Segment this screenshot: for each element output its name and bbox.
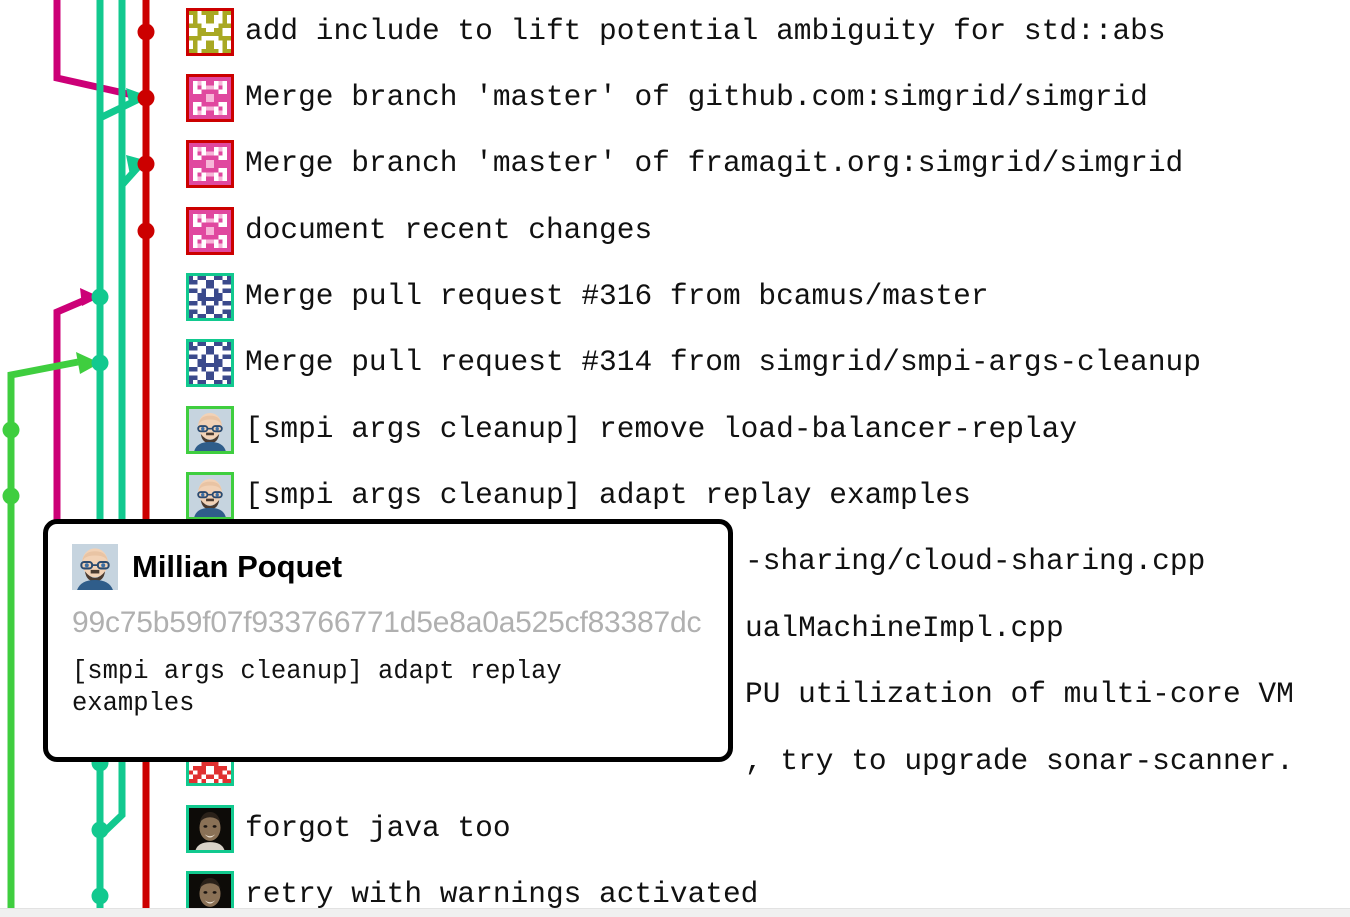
commit-dot bbox=[91, 887, 109, 905]
commit-row[interactable]: Merge branch 'master' of framagit.org:si… bbox=[0, 132, 1350, 199]
commit-subject: Merge pull request #316 from bcamus/mast… bbox=[245, 279, 989, 313]
commit-dot bbox=[2, 487, 20, 505]
commit-subject: PU utilization of multi-core VM bbox=[745, 677, 1294, 711]
tooltip-commit-message: [smpi args cleanup] adapt replay example… bbox=[72, 657, 562, 718]
tooltip-header: Millian Poquet bbox=[72, 544, 342, 590]
commit-dot bbox=[91, 288, 109, 306]
avatar bbox=[186, 339, 234, 387]
commit-subject: [smpi args cleanup] remove load-balancer… bbox=[245, 412, 1078, 446]
commit-dot bbox=[137, 155, 155, 173]
avatar bbox=[186, 207, 234, 255]
avatar bbox=[186, 8, 234, 56]
commit-dot bbox=[91, 354, 109, 372]
commit-row[interactable]: Merge pull request #316 from bcamus/mast… bbox=[0, 265, 1350, 332]
commit-dot bbox=[91, 821, 109, 839]
graph-arrow-green bbox=[76, 352, 100, 374]
avatar bbox=[186, 74, 234, 122]
commit-subject: document recent changes bbox=[245, 213, 653, 247]
commit-subject: ualMachineImpl.cpp bbox=[745, 611, 1064, 645]
commit-row[interactable]: [smpi args cleanup] remove load-balancer… bbox=[0, 398, 1350, 465]
commit-subject: -sharing/cloud-sharing.cpp bbox=[745, 544, 1206, 578]
graph-merge-teal-to-red-1 bbox=[96, 95, 141, 300]
commit-subject: , try to upgrade sonar-scanner. bbox=[745, 744, 1294, 778]
commit-row[interactable]: forgot java too bbox=[0, 797, 1350, 864]
commit-subject: Merge branch 'master' of github.com:simg… bbox=[245, 80, 1148, 114]
commit-row[interactable]: [smpi args cleanup] adapt replay example… bbox=[0, 464, 1350, 531]
commit-subject: Merge branch 'master' of framagit.org:si… bbox=[245, 146, 1184, 180]
tooltip-avatar bbox=[72, 544, 118, 590]
commit-row[interactable]: Merge branch 'master' of github.com:simg… bbox=[0, 66, 1350, 133]
tooltip-commit-hash: 99c75b59f07f933766771d5e8a0a525cf83387dc bbox=[72, 606, 702, 639]
horizontal-scrollbar[interactable] bbox=[0, 908, 1350, 917]
graph-branch-magenta-top bbox=[53, 0, 147, 102]
avatar bbox=[186, 472, 234, 520]
avatar bbox=[186, 805, 234, 853]
avatar bbox=[186, 273, 234, 321]
tooltip-author-name: Millian Poquet bbox=[132, 549, 343, 584]
commit-subject: add include to lift potential ambiguity … bbox=[245, 14, 1166, 48]
graph-arrow-teal-1 bbox=[126, 88, 148, 107]
commit-subject: forgot java too bbox=[245, 811, 511, 845]
avatar bbox=[186, 406, 234, 454]
commit-row[interactable]: Merge pull request #314 from simgrid/smp… bbox=[0, 331, 1350, 398]
commit-row[interactable]: , try to upgrade sonar-scanner. bbox=[0, 730, 1350, 797]
commit-row[interactable]: document recent changes bbox=[0, 199, 1350, 266]
commit-subject: [smpi args cleanup] adapt replay example… bbox=[245, 478, 971, 512]
graph-line-green bbox=[7, 358, 79, 917]
commit-subject: retry with warnings activated bbox=[245, 877, 759, 911]
commit-dot bbox=[137, 222, 155, 240]
commit-subject: Merge pull request #314 from simgrid/smp… bbox=[245, 345, 1201, 379]
commit-dot bbox=[2, 421, 20, 439]
commit-tooltip: Millian Poquet 99c75b59f07f933766771d5e8… bbox=[43, 519, 733, 762]
graph-arrow-magenta bbox=[80, 288, 100, 306]
commit-row[interactable]: add include to lift potential ambiguity … bbox=[0, 0, 1350, 67]
commit-dot bbox=[137, 89, 155, 107]
commit-dot bbox=[137, 23, 155, 41]
avatar bbox=[186, 140, 234, 188]
